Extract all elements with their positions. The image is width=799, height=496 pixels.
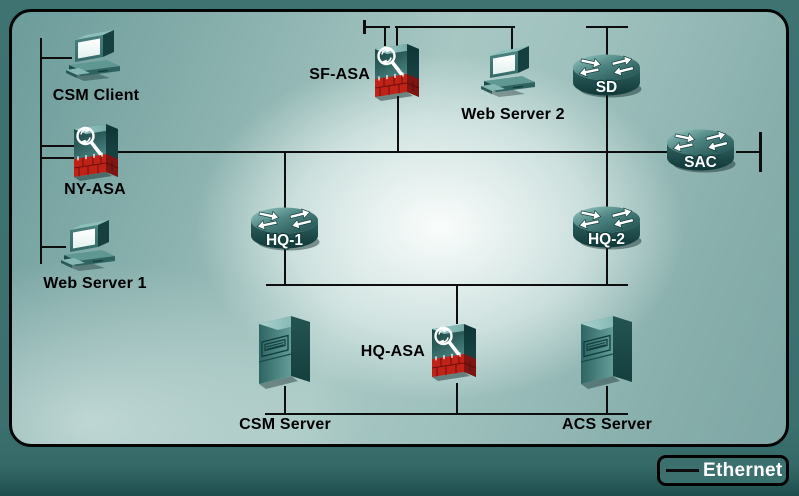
- label-csm-server: CSM Server: [239, 416, 331, 433]
- router-icon: HQ-1: [248, 203, 321, 253]
- router-label-hq-2: HQ-2: [588, 231, 625, 248]
- top-left-segment-cap: [363, 20, 366, 34]
- label-web-server-2: Web Server 2: [461, 106, 565, 123]
- server-bus-line: [265, 413, 628, 415]
- label-hq-asa: HQ-ASA: [360, 343, 425, 360]
- node-hq-2[interactable]: HQ-2: [570, 202, 643, 252]
- link-hq2-down: [606, 246, 608, 286]
- node-sac[interactable]: SAC: [664, 125, 737, 175]
- node-ny-asa[interactable]: [72, 119, 119, 185]
- link-sf-asa-1: [384, 26, 386, 46]
- router-icon: SD: [570, 50, 643, 100]
- node-sd[interactable]: SD: [570, 50, 643, 100]
- legend-box: Ethernet: [657, 455, 789, 486]
- left-bus-line: [40, 38, 42, 264]
- top-mid-segment-line: [395, 26, 515, 28]
- router-label-sac: SAC: [684, 154, 717, 171]
- asa-firewall-icon: [373, 39, 420, 105]
- link-csm-client: [40, 57, 72, 59]
- right-terminator: [759, 132, 762, 172]
- link-ny-asa-2: [40, 157, 76, 159]
- legend-label: Ethernet: [703, 459, 783, 481]
- link-hq1-down: [284, 249, 286, 286]
- hq-bus-line: [266, 284, 628, 286]
- node-sf-asa[interactable]: [373, 39, 420, 105]
- link-sd-hq2: [606, 94, 608, 209]
- link-hqasa-down: [456, 383, 458, 415]
- label-csm-client: CSM Client: [52, 87, 140, 104]
- router-icon: SAC: [664, 125, 737, 175]
- middle-bus-right-line: [736, 151, 762, 153]
- link-web-server-1: [40, 246, 66, 248]
- asa-firewall-icon: [72, 119, 119, 185]
- link-sf-asa-2: [396, 26, 398, 46]
- node-hq-1[interactable]: HQ-1: [248, 203, 321, 253]
- router-label-sd: SD: [596, 79, 618, 96]
- router-label-hq-1: HQ-1: [266, 232, 303, 249]
- link-csm-server: [284, 386, 286, 415]
- node-acs-server[interactable]: [579, 312, 635, 392]
- link-sd-up: [606, 26, 608, 56]
- middle-bus-line: [117, 151, 667, 153]
- router-icon: HQ-2: [570, 202, 643, 252]
- workstation-icon: [66, 29, 128, 83]
- workstation-icon: [481, 45, 543, 99]
- label-sf-asa: SF-ASA: [309, 66, 370, 83]
- node-web-server-1[interactable]: [61, 219, 123, 273]
- asa-firewall-icon: [430, 319, 477, 385]
- node-hq-asa[interactable]: [430, 319, 477, 385]
- link-hqasa-up: [456, 284, 458, 324]
- link-sf-asa-down: [397, 96, 399, 153]
- label-acs-server: ACS Server: [561, 416, 653, 433]
- link-web-server-2: [511, 26, 513, 52]
- label-ny-asa: NY-ASA: [64, 181, 126, 198]
- label-web-server-1: Web Server 1: [43, 275, 147, 292]
- server-icon: [579, 312, 635, 392]
- link-ny-asa-1: [40, 145, 76, 147]
- link-hq1-up: [284, 151, 286, 209]
- ethernet-line-sample: [666, 469, 699, 472]
- workstation-icon: [61, 219, 123, 273]
- node-web-server-2[interactable]: [481, 45, 543, 99]
- node-csm-client[interactable]: [66, 29, 128, 83]
- top-left-segment-line: [364, 26, 390, 28]
- link-acs-server: [606, 386, 608, 415]
